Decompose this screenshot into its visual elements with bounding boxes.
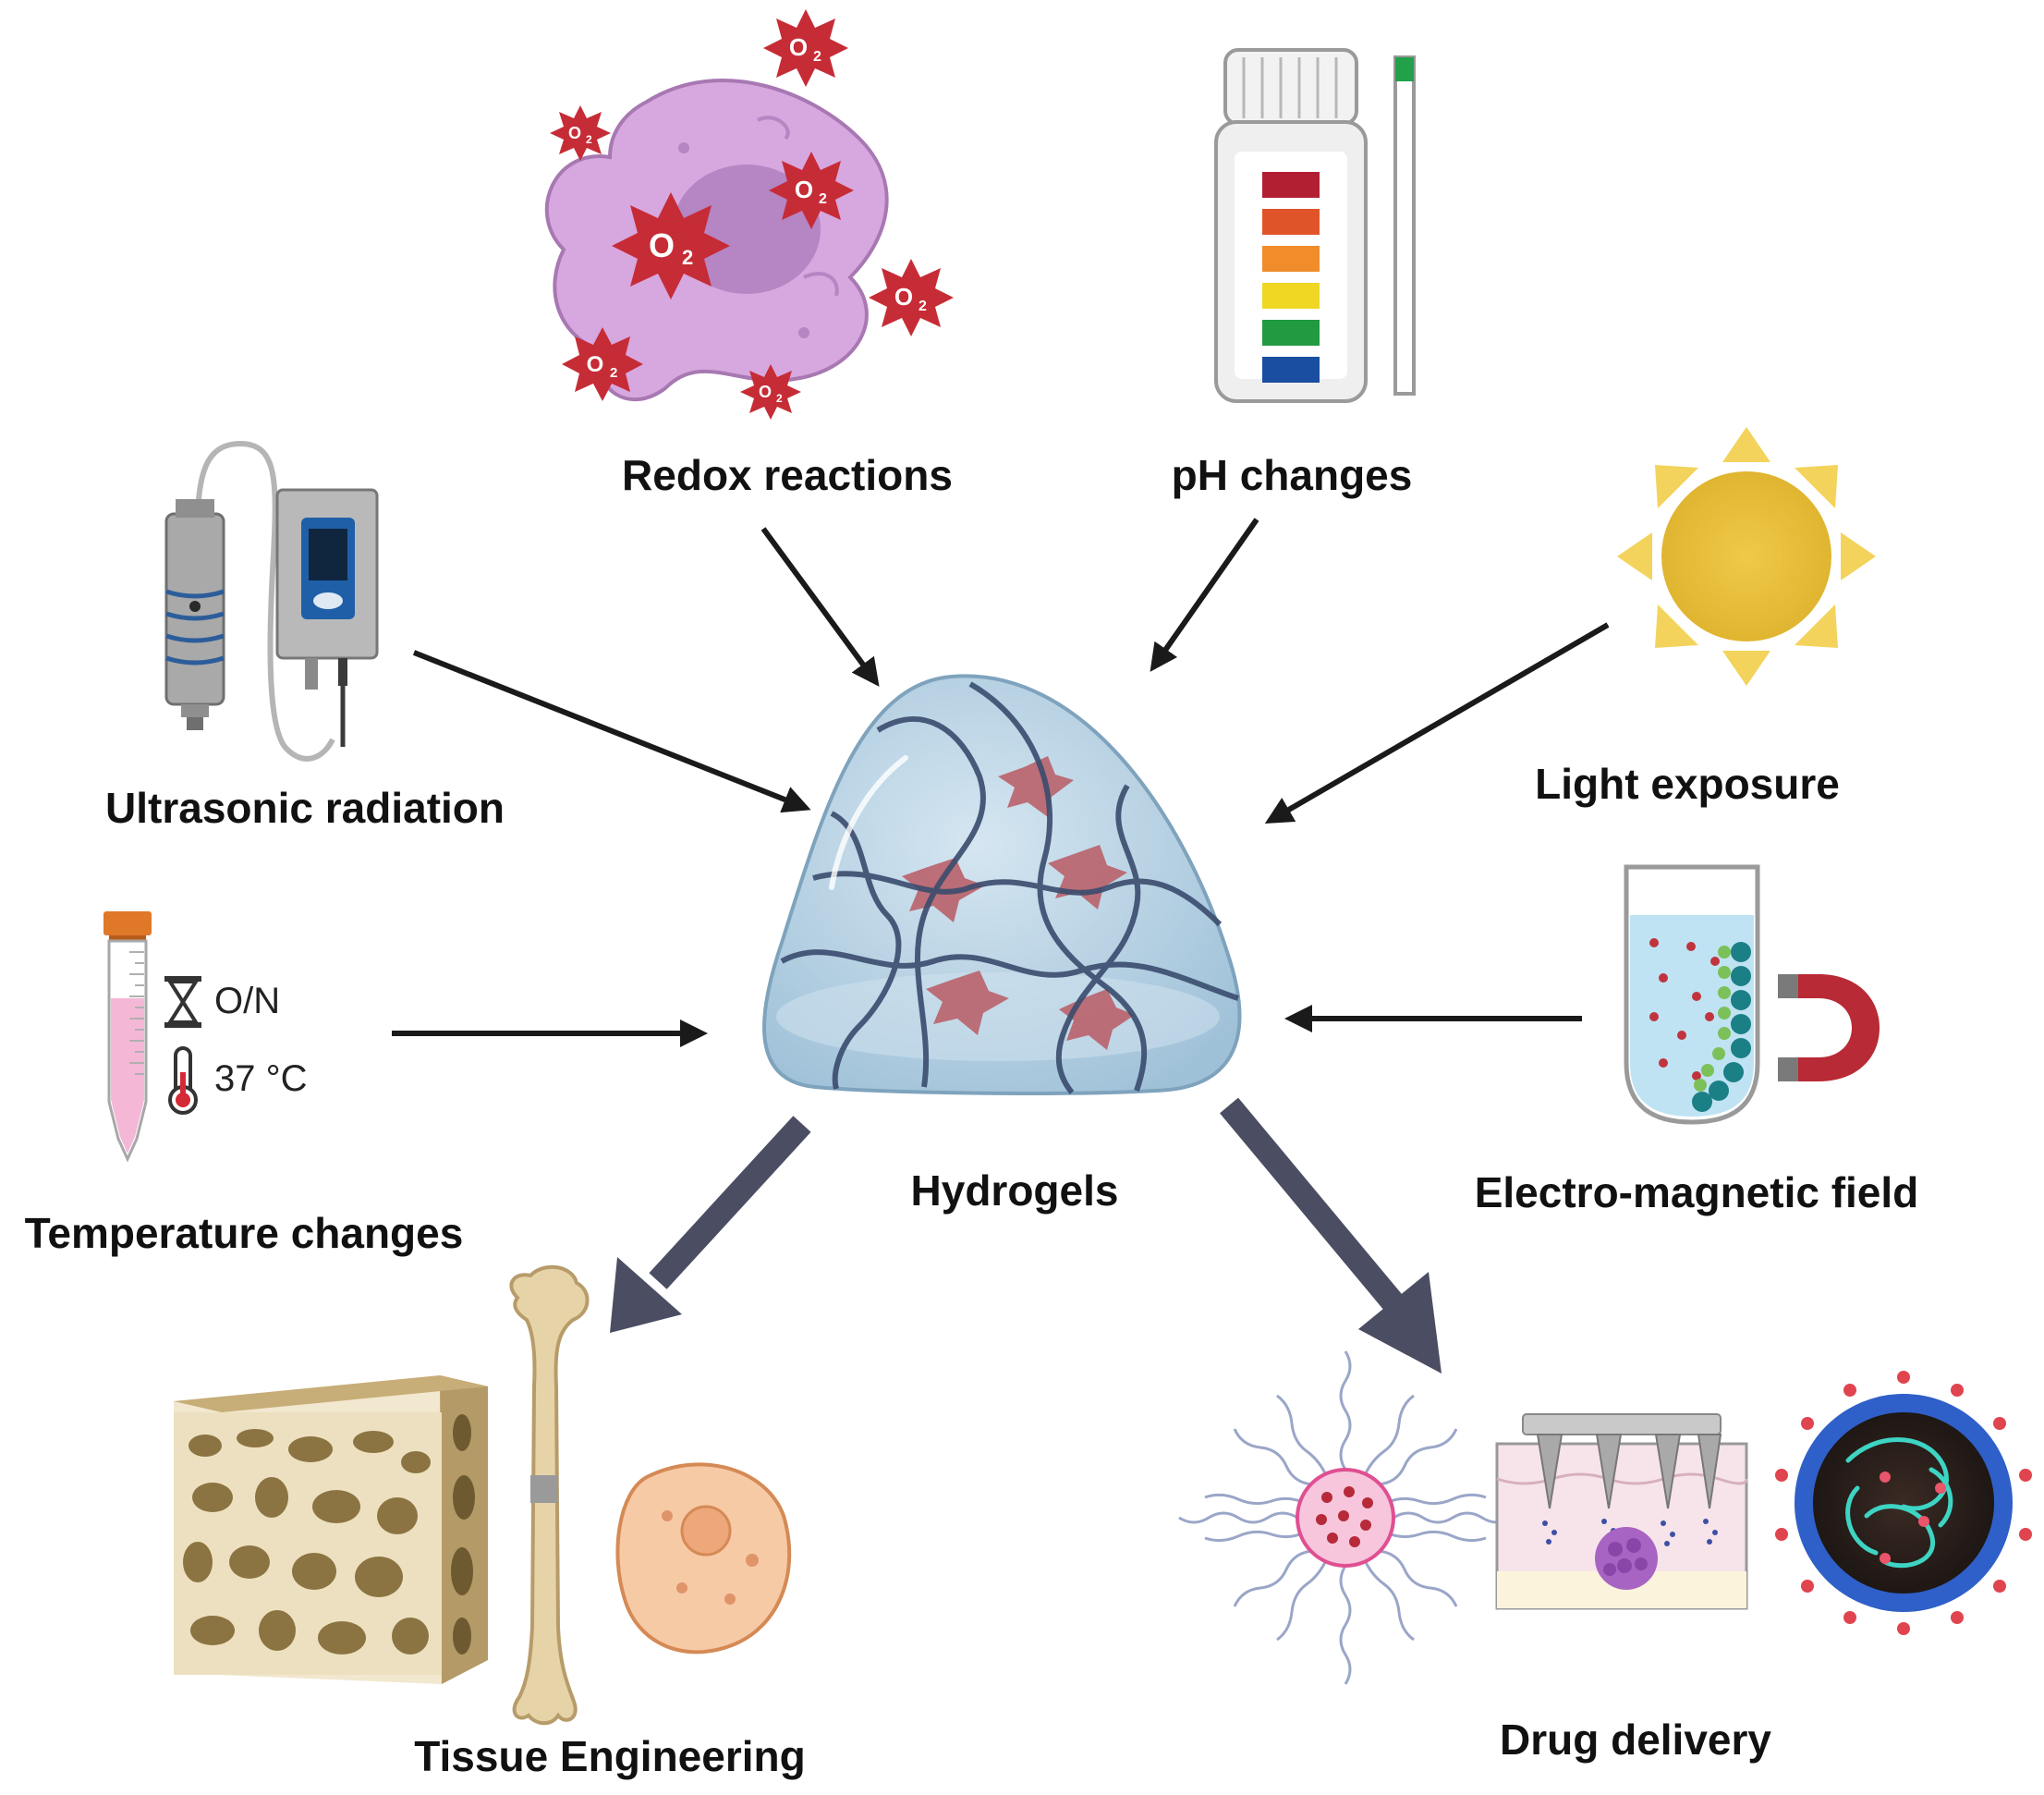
superoxide-icon: O 2: [612, 192, 730, 299]
arrow-light: [1264, 622, 1610, 824]
stimulus-arrows: [392, 518, 1610, 1047]
redox-label: Redox reactions: [622, 451, 953, 499]
nanoparticle-icon: [1775, 1371, 2032, 1635]
light-label: Light exposure: [1535, 760, 1840, 808]
superoxide-icon: O 2: [763, 9, 848, 87]
sun-icon: [1617, 427, 1876, 686]
arrow-redox: [760, 527, 880, 687]
falcon-tube-icon: [103, 911, 152, 1163]
temp-condition: 37 °C: [214, 1058, 308, 1099]
em-label: Electro-magnetic field: [1475, 1168, 1919, 1216]
svg-text:O: O: [759, 383, 772, 401]
arrow-ph: [1150, 518, 1259, 672]
arrow-ultrasonic: [412, 650, 811, 813]
superoxide-icon: O 2: [740, 364, 801, 420]
svg-text:2: 2: [586, 133, 592, 146]
svg-text:2: 2: [813, 49, 821, 65]
microneedle-patch-icon: [1495, 1413, 1748, 1610]
thermometer-icon: [168, 1046, 198, 1115]
svg-text:2: 2: [776, 392, 783, 405]
svg-text:O: O: [587, 352, 604, 377]
svg-text:O: O: [795, 176, 813, 203]
long-bone-icon: [509, 1264, 590, 1726]
ph-label: pH changes: [1172, 451, 1413, 499]
svg-text:O: O: [568, 124, 581, 142]
drug-delivery-label: Drug delivery: [1500, 1716, 1771, 1764]
tissue-engineering-label: Tissue Engineering: [414, 1732, 805, 1780]
svg-text:O: O: [789, 33, 808, 61]
svg-text:2: 2: [819, 191, 827, 207]
time-condition: O/N: [214, 981, 280, 1021]
superoxide-icon: O 2: [550, 105, 611, 161]
ultrasonic-device-icon: [164, 440, 379, 762]
trabecular-bone-cube-icon: [174, 1375, 488, 1684]
arrow-tissue-engineering: [610, 1116, 811, 1333]
svg-text:2: 2: [682, 246, 693, 269]
svg-text:2: 2: [919, 299, 927, 314]
svg-text:O: O: [649, 226, 675, 264]
superoxide-icon: O 2: [869, 259, 954, 336]
hydrogels-label: Hydrogels: [911, 1166, 1119, 1215]
ph-test-strip-bottle-icon: [1214, 48, 1416, 403]
hourglass-icon: [164, 976, 201, 1028]
cell-icon: [615, 1462, 792, 1655]
hydrogel-dome: [761, 674, 1242, 1095]
magnet-test-tube-icon: [1624, 864, 1880, 1125]
svg-text:2: 2: [610, 365, 617, 381]
superoxide-icon: O 2: [562, 327, 643, 401]
svg-text:O: O: [894, 283, 913, 311]
superoxide-icons: O 2 O 2 O 2 O 2 O 2 O 2 O: [550, 9, 954, 420]
application-arrows: [610, 1097, 1442, 1374]
arrow-drug-delivery: [1220, 1097, 1442, 1374]
ultrasonic-label: Ultrasonic radiation: [105, 784, 505, 832]
micelle-icon: [1178, 1350, 1513, 1685]
hydrogel-network: [780, 681, 1239, 1094]
superoxide-icon: O 2: [769, 152, 854, 229]
temperature-label: Temperature changes: [25, 1209, 464, 1257]
